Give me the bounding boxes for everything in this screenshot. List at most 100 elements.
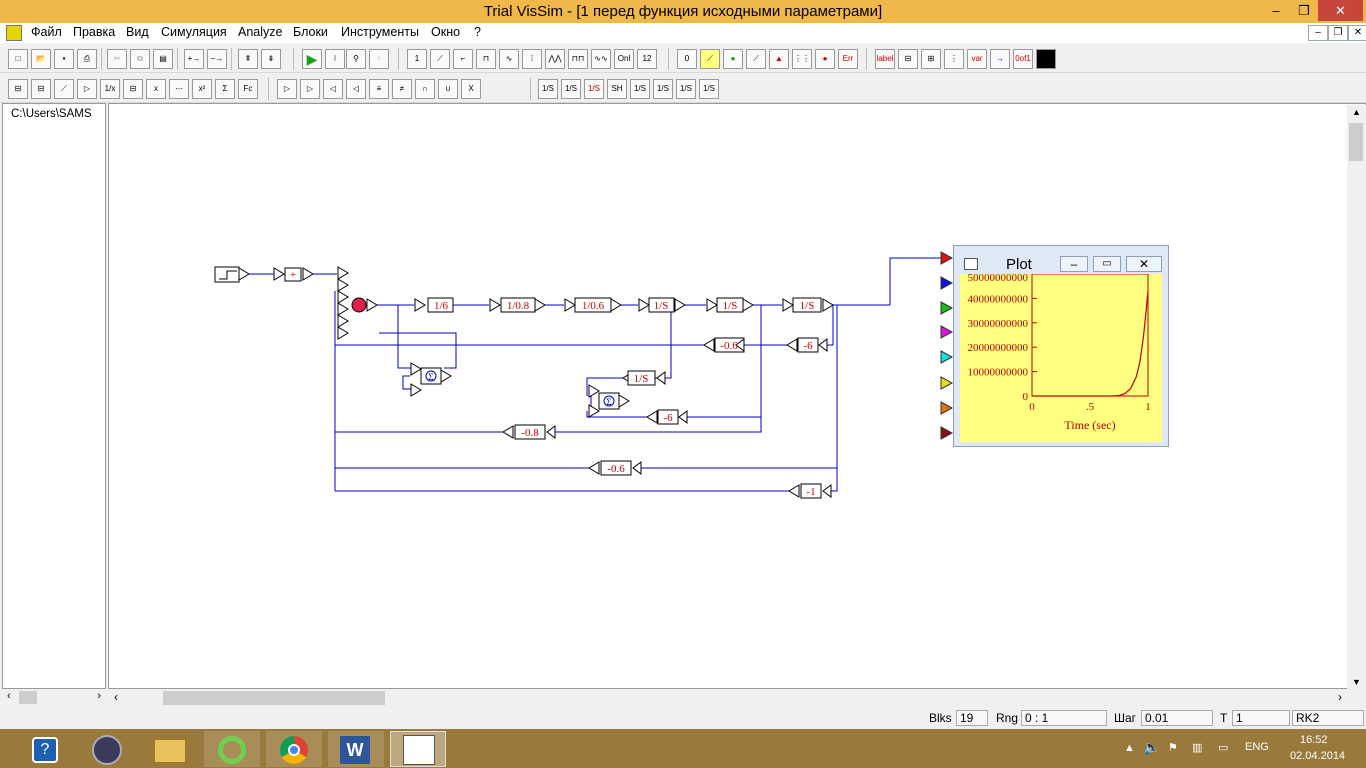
summing-block-icon[interactable]: ⊞ [921,49,941,69]
paste-icon[interactable]: ▤ [153,49,173,69]
block-8-icon[interactable]: ⊓⊓ [568,49,588,69]
plot-icon[interactable]: ⟋ [700,49,720,69]
minimize-button[interactable]: – [1272,3,1280,18]
blk-b7[interactable]: ∩ [415,79,435,99]
blk-a3[interactable]: ⟋ [54,79,74,99]
open-icon[interactable]: 📂 [31,49,51,69]
stop-icon[interactable]: ● [815,49,835,69]
block-7-icon[interactable]: ⋀⋀ [545,49,565,69]
feedback-gain-neg6-a[interactable]: -6 [803,340,813,352]
blk-b6[interactable]: ≠ [392,79,412,99]
app-icon[interactable] [204,731,260,767]
chrome-icon[interactable] [266,731,322,767]
block-1-icon[interactable]: 1 [407,49,427,69]
block-6-icon[interactable]: ⁞ [522,49,542,69]
integrator-block-icon[interactable]: ⋮ [944,49,964,69]
blk-c3[interactable]: 1/S [584,79,604,99]
feedback-gain-neg0.6-a[interactable]: -0.6 [720,340,738,352]
blk-c2[interactable]: 1/S [561,79,581,99]
block-integrator-3[interactable]: 1/S [800,300,815,312]
scroll-down-icon[interactable]: ▼ [1352,677,1361,687]
blk-c4[interactable]: SH [607,79,627,99]
scroll-right-icon[interactable]: › [1338,690,1342,704]
scroll-up-icon[interactable]: ▲ [1352,107,1361,117]
block-integrator-2[interactable]: 1/S [723,300,738,312]
blk-a8[interactable]: ⋯ [169,79,189,99]
block-gain-1-0.6[interactable]: 1/0.6 [582,300,605,312]
blk-c1[interactable]: 1/S [538,79,558,99]
align-bottom-icon[interactable]: ⇟ [261,49,281,69]
menu-edit[interactable]: Правка [73,25,116,39]
align-top-icon[interactable]: ⇞ [238,49,258,69]
block-9-icon[interactable]: ∿∿ [591,49,611,69]
block-11-icon[interactable]: 12 [637,49,657,69]
maximize-button[interactable]: ❐ [1298,3,1310,18]
menu-help[interactable]: ? [474,25,481,39]
blk-b9[interactable]: X [461,79,481,99]
tray-arrow-icon[interactable]: ▲ [1124,742,1135,754]
vertical-scroll-thumb[interactable] [1349,123,1363,161]
wire-icon[interactable]: → [990,49,1010,69]
blk-a7[interactable]: x [146,79,166,99]
blk-b8[interactable]: ∪ [438,79,458,99]
media-icon[interactable] [80,731,136,767]
flag-icon[interactable]: ⚑ [1168,742,1178,754]
vissim-icon[interactable] [390,731,446,767]
plot-restore-button[interactable]: ▭ [1093,256,1121,272]
language-indicator[interactable]: ENG [1245,741,1269,753]
blk-a10[interactable]: Σ [215,79,235,99]
vertical-scrollbar[interactable]: ▲ ▼ [1347,105,1366,689]
menu-blocks[interactable]: Блоки [293,25,328,39]
menu-tools[interactable]: Инструменты [341,25,419,39]
menu-file[interactable]: Файл [31,25,62,39]
onl-icon[interactable]: Onl [614,49,634,69]
menu-view[interactable]: Вид [126,25,149,39]
block-4-icon[interactable]: ⊓ [476,49,496,69]
blk-a11[interactable]: Fc [238,79,258,99]
save-icon[interactable]: ▪ [54,49,74,69]
feedback-gain-neg6-b[interactable]: -6 [663,412,673,424]
plot-minimize-button[interactable]: – [1060,256,1088,272]
blk-b4[interactable]: ◁ [346,79,366,99]
gain-block-icon[interactable]: ⊟ [898,49,918,69]
copy-icon[interactable]: ⧉ [130,49,150,69]
diagram-canvas[interactable]: + 1/6 1/0.8 1/0.6 1/S 1/S 1/S [108,103,1366,689]
blk-c5[interactable]: 1/S [630,79,650,99]
clock-date[interactable]: 02.04.2014 [1290,750,1346,762]
horizontal-scrollbar[interactable]: ‹ › [108,689,1348,707]
variable-icon[interactable]: var [967,49,987,69]
help-icon[interactable]: ? [18,731,74,767]
print-icon[interactable]: ⎙ [77,49,97,69]
mdi-minimize-button[interactable]: – [1308,25,1328,41]
feedback-integrator[interactable]: 1/S [634,373,649,385]
menu-analyze[interactable]: Analyze [238,25,283,39]
add-input-icon[interactable]: +→ [184,49,204,69]
block-2-icon[interactable]: ⟋ [430,49,450,69]
block-5-icon[interactable]: ∿ [499,49,519,69]
cut-icon[interactable]: ✂ [107,49,127,69]
menu-simulation[interactable]: Симуляция [161,25,227,39]
feedback-gain-neg1[interactable]: -1 [806,486,815,498]
blk-a6[interactable]: ⊟ [123,79,143,99]
app-logo-icon[interactable] [6,25,22,41]
clock-time[interactable]: 16:52 [1300,734,1328,746]
blk-a5[interactable]: 1/x [100,79,120,99]
block-3-icon[interactable]: ⌐ [453,49,473,69]
blk-c8[interactable]: 1/S [699,79,719,99]
horizontal-scroll-thumb[interactable] [163,691,385,705]
blk-a9[interactable]: x² [192,79,212,99]
light-icon[interactable]: ● [723,49,743,69]
pause-icon[interactable]: ‖ [325,49,345,69]
blk-a2[interactable]: ⊟ [31,79,51,99]
continue-icon[interactable]: ⁘ [369,49,389,69]
blk-b5[interactable]: ≡ [369,79,389,99]
label-icon[interactable]: label [875,49,895,69]
menu-window[interactable]: Окно [431,25,461,39]
blk-c7[interactable]: 1/S [676,79,696,99]
blk-b1[interactable]: ▷ [277,79,297,99]
plot-close-button[interactable]: ✕ [1126,256,1162,272]
blk-b3[interactable]: ◁ [323,79,343,99]
explorer-icon[interactable] [142,731,198,767]
mdi-restore-button[interactable]: ❐ [1328,25,1348,41]
